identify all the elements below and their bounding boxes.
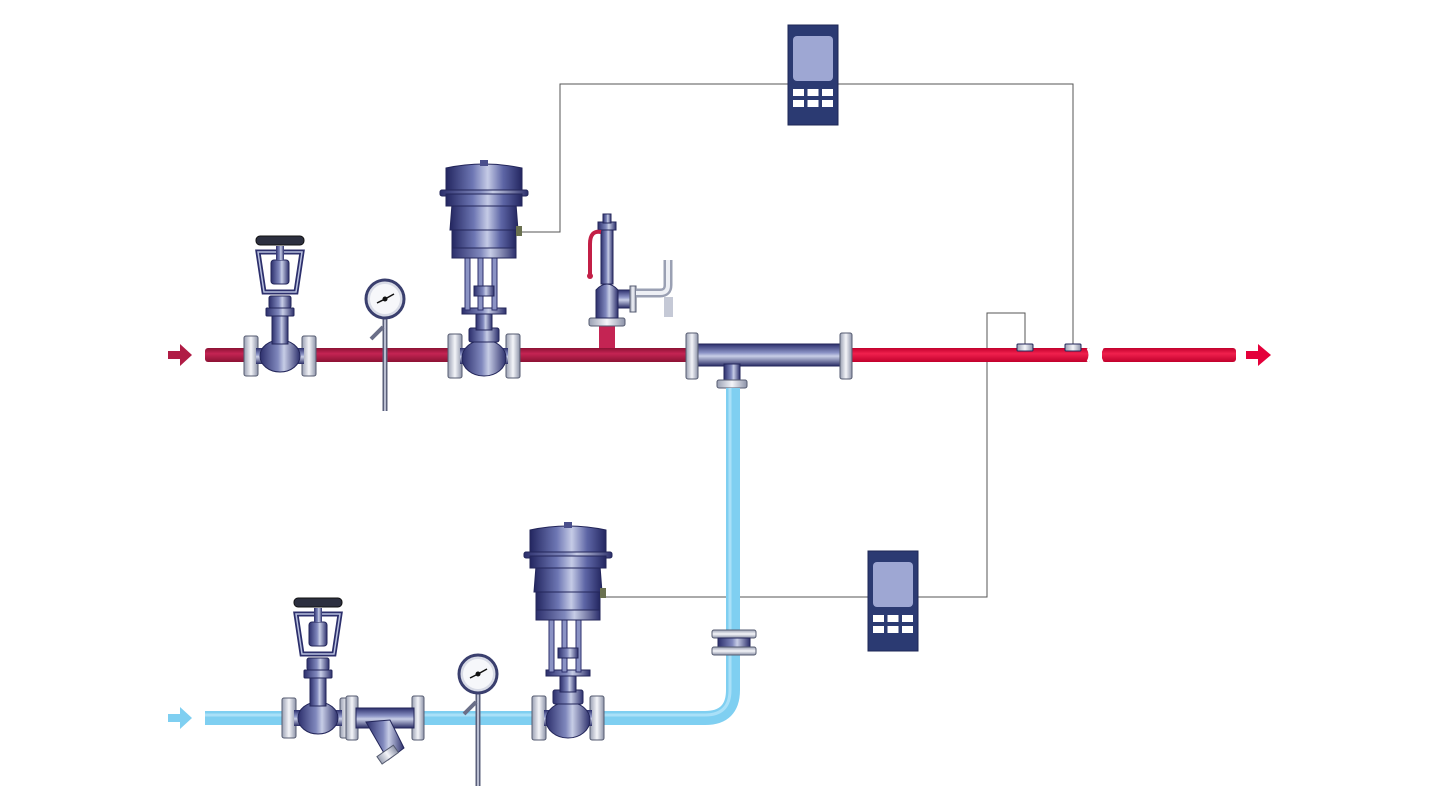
sensor-icon <box>1016 343 1034 352</box>
control-valve-icon <box>439 159 529 379</box>
strainer-icon <box>345 695 425 765</box>
steam-pipe-outlet-end <box>1102 348 1236 362</box>
desuperheater-icon <box>685 332 853 389</box>
sight-glass-icon <box>711 629 757 656</box>
globe-valve-icon <box>244 236 316 376</box>
signal-line-bottom-sensor <box>918 312 1026 598</box>
signal-line-top-actuator <box>520 83 790 233</box>
flow-arrow-icon <box>168 707 192 729</box>
control-valve-icon <box>523 521 613 741</box>
flow-arrow-icon <box>1246 344 1271 366</box>
controller-icon <box>867 550 919 652</box>
cooling-water-line <box>168 388 757 788</box>
signal-line-top-sensor <box>838 83 1074 345</box>
controller-icon <box>787 24 839 126</box>
flow-arrow-icon <box>168 344 192 366</box>
safety-valve-icon <box>587 213 673 348</box>
steam-line <box>168 159 1271 413</box>
steam-pipe-outlet <box>848 348 1090 362</box>
thermometer-icon <box>364 278 406 413</box>
globe-valve-icon <box>282 598 354 738</box>
water-pipe <box>205 388 740 725</box>
sensor-icon <box>1064 343 1082 352</box>
